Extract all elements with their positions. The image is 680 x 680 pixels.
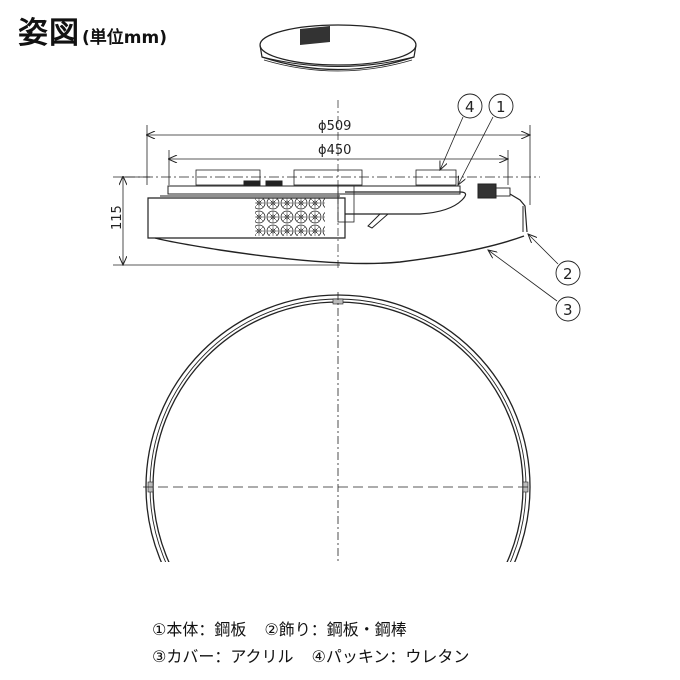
legend-item-packing: ④パッキン：ウレタン: [311, 647, 470, 666]
drawing-title: 姿図 (単位mm): [18, 8, 167, 52]
height-label: 115: [110, 205, 125, 230]
plan-view: [143, 292, 533, 562]
parts-legend: ①本体：鋼板 ②飾り：鋼板・鋼棒 ③カバー：アクリル ④パッキン：ウレタン: [152, 616, 469, 670]
callout-3: 3: [488, 250, 581, 322]
title-unit: (単位mm): [82, 28, 167, 48]
legend-item-decoration: ②飾り：鋼板・鋼棒: [264, 620, 407, 639]
legend-item-cover: ③カバー：アクリル: [152, 647, 294, 666]
svg-text:4: 4: [465, 98, 475, 116]
perspective-view: [259, 24, 417, 72]
title-main: 姿図: [18, 16, 80, 51]
legend-item-body: ①本体：鋼板: [152, 620, 247, 639]
callout-1: 1: [458, 93, 514, 185]
legend-row-2: ③カバー：アクリル ④パッキン：ウレタン: [152, 643, 469, 670]
legend-row-1: ①本体：鋼板 ②飾り：鋼板・鋼棒: [152, 616, 469, 643]
callout-2: 2: [528, 234, 581, 286]
dimension-outer: ϕ509: [147, 119, 530, 205]
svg-text:3: 3: [563, 301, 573, 319]
svg-text:1: 1: [496, 98, 506, 116]
outer-diameter-label: ϕ509: [318, 119, 351, 134]
side-elevation: [125, 100, 540, 270]
svg-text:2: 2: [563, 265, 573, 283]
dimension-inner: ϕ450: [169, 143, 508, 185]
inner-diameter-label: ϕ450: [318, 143, 351, 158]
callout-4: 4: [440, 93, 483, 170]
